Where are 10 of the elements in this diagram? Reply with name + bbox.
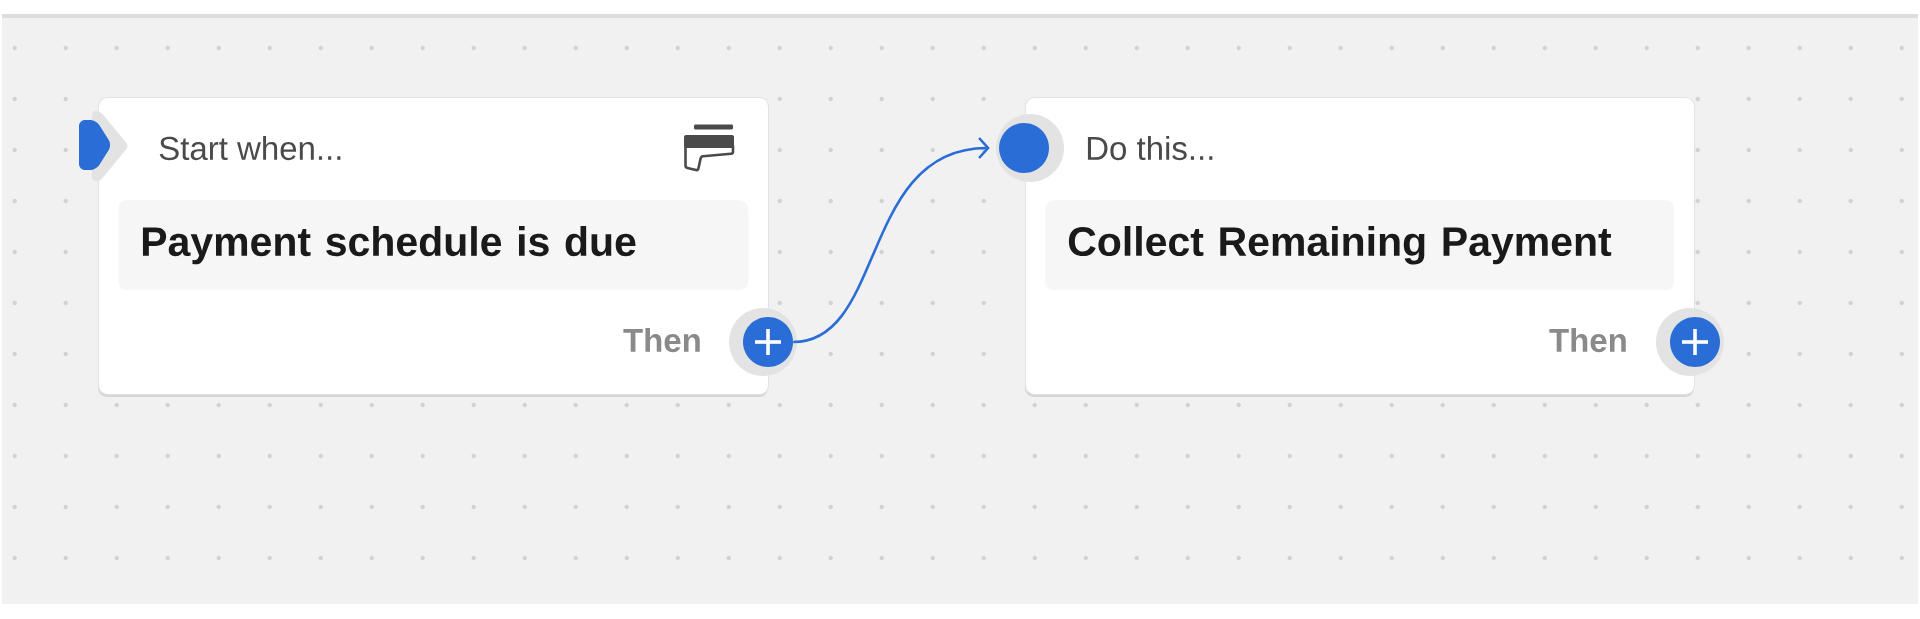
connector-arrow bbox=[792, 137, 990, 344]
then-label: Then bbox=[1549, 327, 1626, 353]
then-label: Then bbox=[623, 327, 700, 353]
add-step-button bbox=[1670, 317, 1720, 367]
card-heading: Do this... bbox=[1087, 135, 1213, 161]
add-step-button bbox=[743, 317, 793, 367]
input-dot bbox=[999, 123, 1049, 173]
event-box: Payment schedule is due bbox=[118, 200, 749, 291]
card-heading: Start when... bbox=[159, 135, 341, 161]
event-box: Collect Remaining Payment bbox=[1045, 200, 1675, 291]
